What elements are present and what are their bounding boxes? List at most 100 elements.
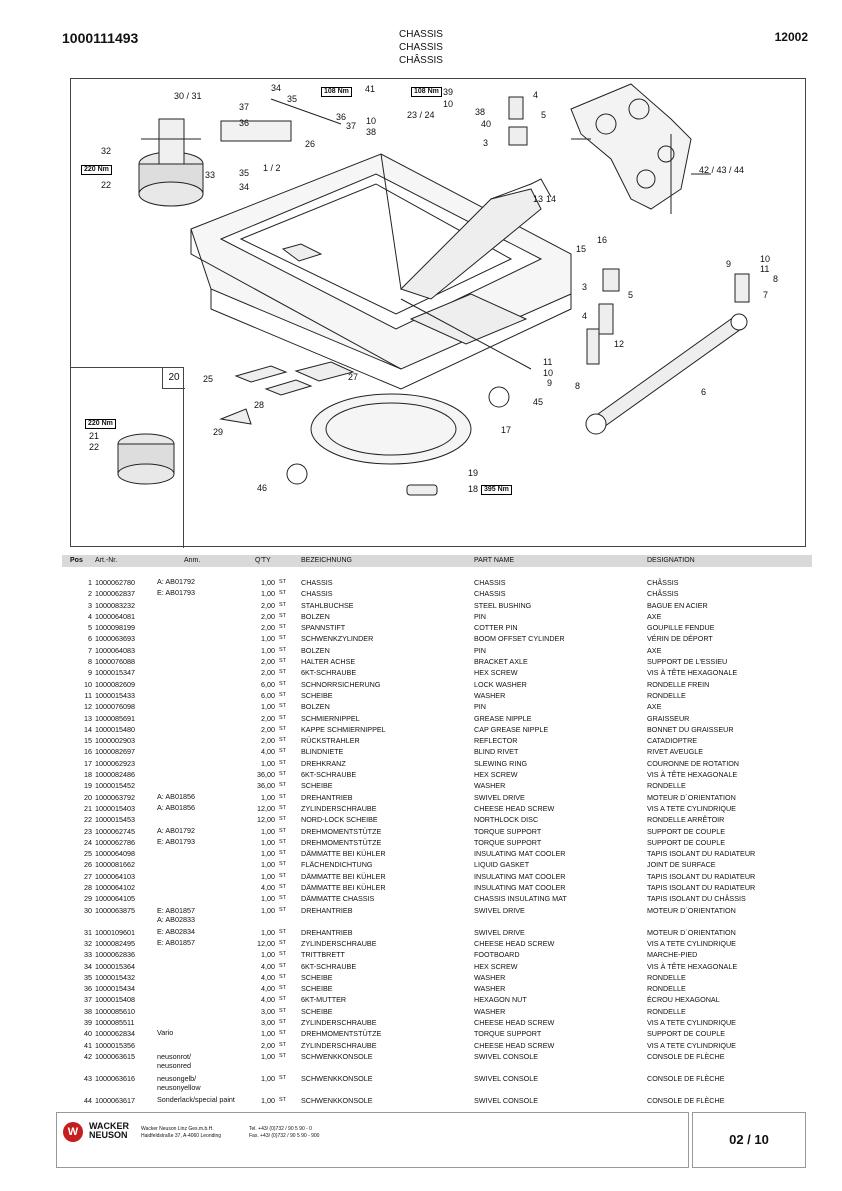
row-qty: 1,00	[261, 702, 275, 712]
row-art-number: 1000062745	[95, 826, 135, 836]
row-unit: ST	[279, 725, 287, 732]
row-unit: ST	[279, 590, 287, 597]
row-art-number: 1000085610	[95, 1006, 135, 1016]
row-art-number: 1000063617	[95, 1095, 135, 1105]
row-name-en: CHEESE HEAD SCREW	[474, 1017, 555, 1027]
row-name-fr: TAPIS ISOLANT DU RADIATEUR	[647, 871, 756, 881]
row-unit: ST	[279, 928, 287, 935]
row-unit: ST	[279, 793, 287, 800]
row-name-fr: TAPIS ISOLANT DU RADIATEUR	[647, 883, 756, 893]
callout-label: 3	[483, 138, 489, 148]
row-art-number: 1000098199	[95, 623, 135, 633]
callout-label: 35	[239, 168, 250, 178]
row-name-en: BRACKET AXLE	[474, 657, 528, 667]
row-pos: 7	[88, 645, 92, 655]
row-unit: ST	[279, 850, 287, 857]
row-qty: 1,00	[261, 860, 275, 870]
row-qty: 4,00	[261, 747, 275, 757]
row-name-fr: AXE	[647, 702, 662, 712]
row-unit: ST	[279, 1018, 287, 1025]
row-pos: 6	[88, 634, 92, 644]
callout-label: 42 / 43 / 44	[699, 165, 745, 175]
callout-label: 11	[760, 264, 770, 274]
row-art-number: 1000015480	[95, 724, 135, 734]
callout-label: 6	[701, 387, 707, 397]
row-name-en: PIN	[474, 702, 486, 712]
callout-label: 10	[366, 116, 377, 126]
row-pos: 4	[88, 611, 92, 621]
row-pos: 28	[84, 883, 92, 893]
row-name-en: WASHER	[474, 781, 506, 791]
torque-label: 220 Nm	[85, 419, 116, 429]
title-en: CHASSIS	[399, 42, 443, 53]
row-art-number: 1000064102	[95, 883, 135, 893]
callout-label: 10	[760, 254, 771, 264]
company-name: Wacker Neuson Linz Ges.m.b.H.	[141, 1126, 214, 1132]
company-address: Haidfeldstraße 37, A-4060 Leonding	[141, 1133, 222, 1139]
callout-label: 36	[336, 112, 347, 122]
row-name-fr: BONNET DU GRAISSEUR	[647, 724, 734, 734]
row-name-de: SCHMIERNIPPEL	[301, 713, 360, 723]
row-art-number: 1000081662	[95, 860, 135, 870]
row-unit: ST	[279, 872, 287, 879]
row-art-number: 1000062834	[95, 1029, 135, 1039]
row-unit: ST	[279, 703, 287, 710]
row-name-fr: BAGUE EN ACIER	[647, 600, 708, 610]
row-qty: 4,00	[261, 984, 275, 994]
row-art-number: 1000062786	[95, 837, 135, 847]
col-de: BEZEICHNUNG	[301, 557, 352, 564]
row-name-fr: RONDELLE	[647, 781, 686, 791]
title-de: CHASSIS	[399, 29, 443, 40]
row-name-fr: AXE	[647, 645, 662, 655]
callout-label: 40	[481, 119, 492, 129]
page-code: 12002	[774, 30, 808, 44]
row-name-en: BOOM OFFSET CYLINDER	[474, 634, 565, 644]
row-art-number: 1000062836	[95, 950, 135, 960]
row-art-number: 1000083232	[95, 600, 135, 610]
row-name-fr: MARCHE-PIED	[647, 950, 698, 960]
row-qty: 1,00	[261, 905, 275, 915]
row-note: Sonderlack/special paint	[157, 1094, 235, 1104]
row-name-de: SCHEIBE	[301, 984, 333, 994]
row-pos: 1	[88, 578, 92, 587]
row-unit: ST	[279, 827, 287, 834]
row-qty: 36,00	[257, 781, 275, 791]
row-art-number: 1000082495	[95, 938, 135, 948]
callout-label: 14	[546, 194, 557, 204]
row-art-number: 1000064081	[95, 611, 135, 621]
row-pos: 14	[84, 724, 92, 734]
row-unit: ST	[279, 1007, 287, 1014]
row-qty: 1,00	[261, 1095, 275, 1105]
row-qty: 1,00	[261, 589, 275, 599]
row-art-number: 1000063875	[95, 905, 135, 915]
row-name-fr: JOINT DE SURFACE	[647, 860, 716, 870]
row-name-fr: RONDELLE	[647, 1006, 686, 1016]
row-name-en: HEX SCREW	[474, 770, 518, 780]
row-unit: ST	[279, 691, 287, 698]
row-name-fr: MOTEUR D´ORIENTATION	[647, 792, 736, 802]
row-qty: 1,00	[261, 1073, 275, 1083]
row-qty: 6,00	[261, 679, 275, 689]
callout-label: 19	[468, 468, 479, 478]
row-name-fr: RIVET AVEUGLE	[647, 747, 704, 757]
callout-label: 34	[271, 83, 282, 93]
row-unit: ST	[279, 906, 287, 913]
row-name-de: SCHWENKKONSOLE	[301, 1073, 373, 1083]
row-name-de: DREHMOMENTSTÜTZE	[301, 837, 382, 847]
row-pos: 22	[84, 815, 92, 825]
row-name-fr: RONDELLE	[647, 690, 686, 700]
col-anm: Anm.	[184, 557, 201, 564]
callout-label: 22	[101, 180, 112, 190]
row-name-de: KAPPE SCHMIERNIPPEL	[301, 724, 386, 734]
row-unit: ST	[279, 624, 287, 631]
